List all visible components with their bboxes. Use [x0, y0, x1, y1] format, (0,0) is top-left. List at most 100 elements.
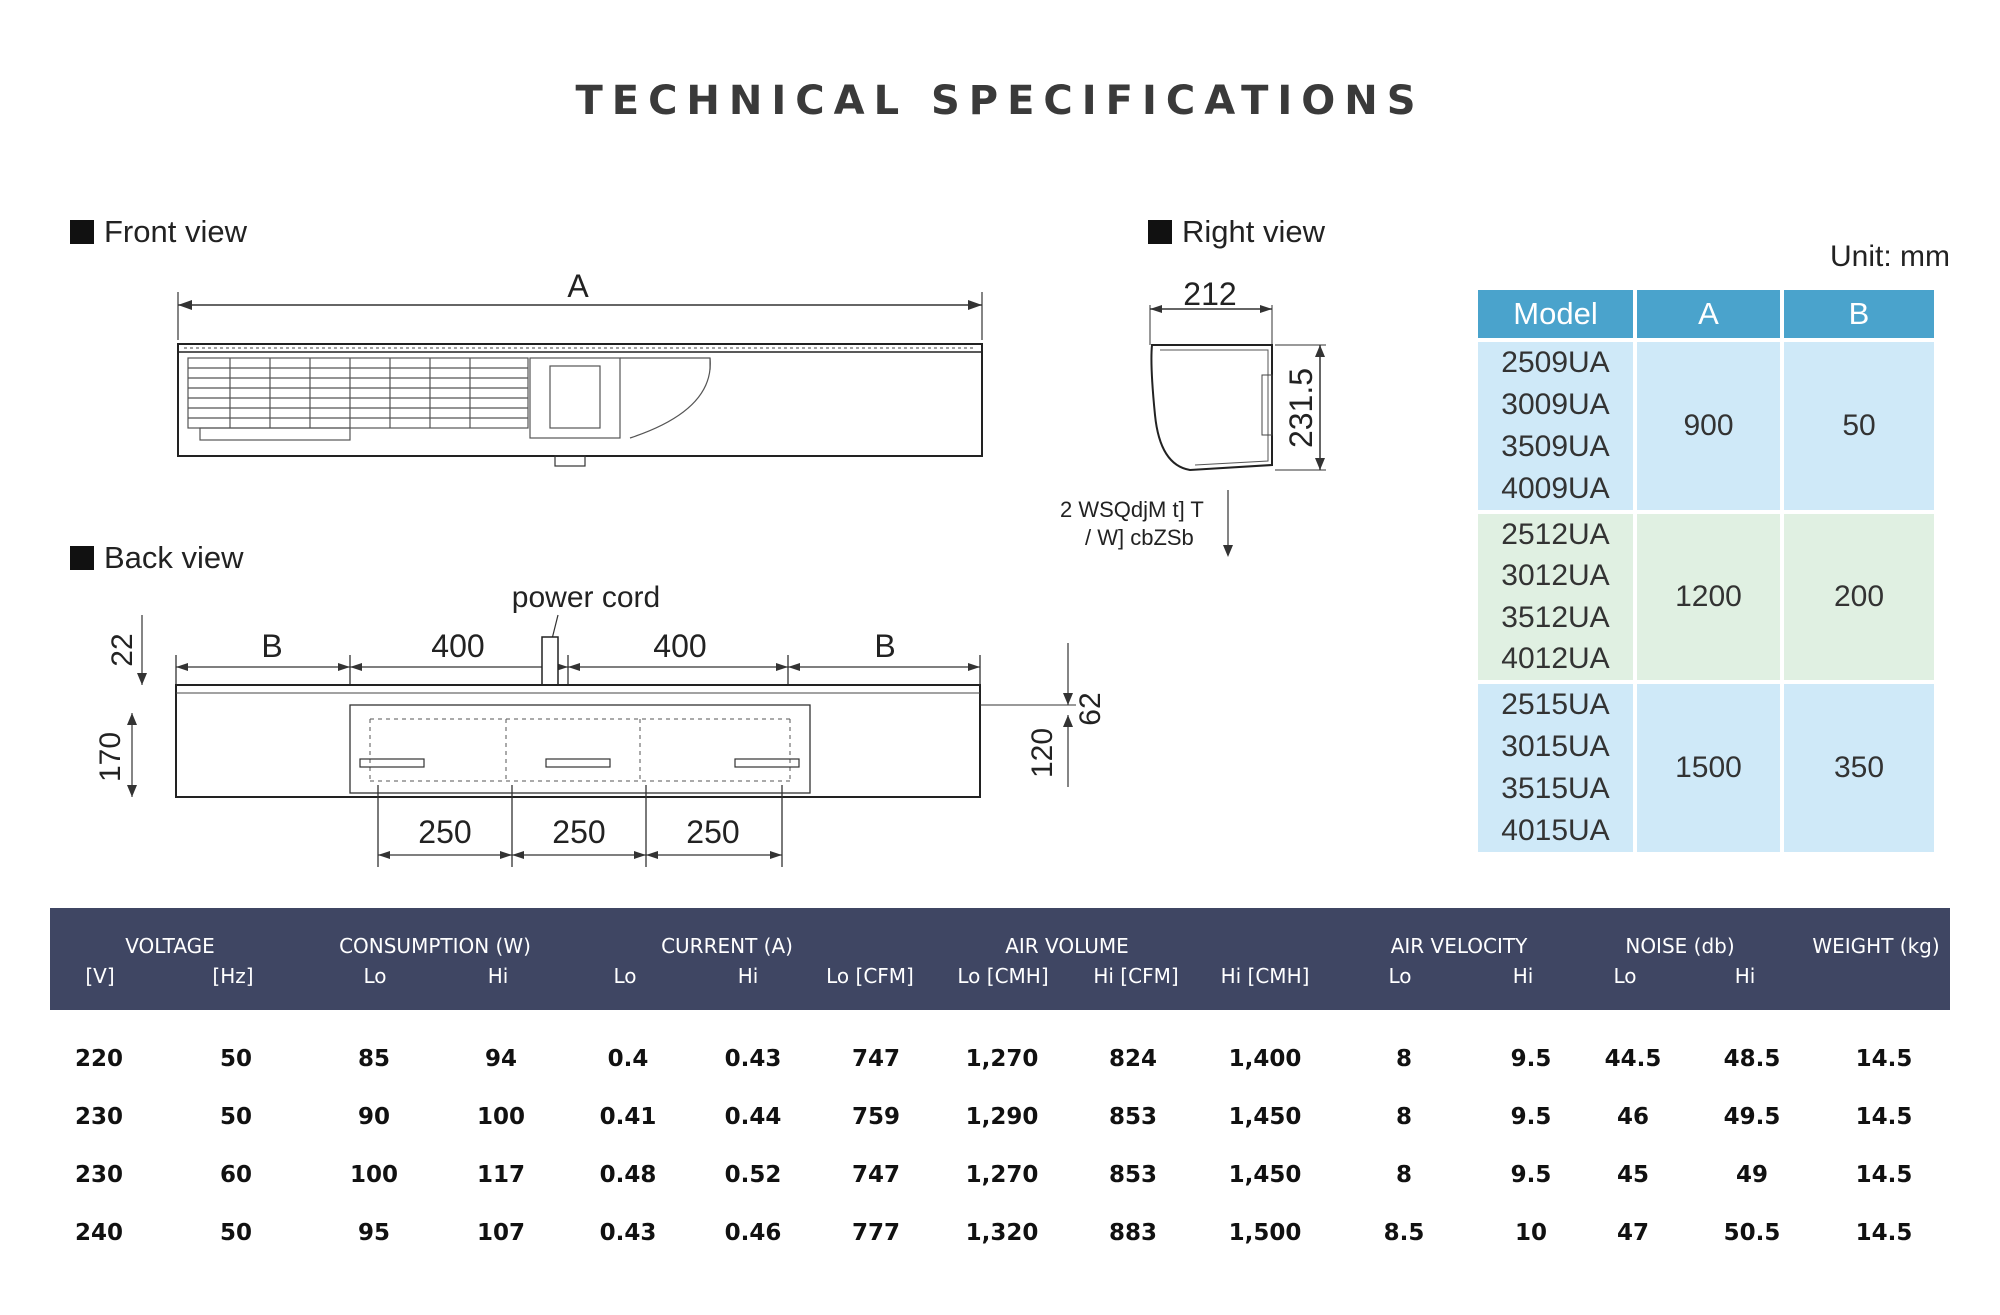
model-name: 2512UA: [1501, 517, 1610, 551]
cell-hz: 60: [219, 1162, 253, 1188]
cell-velocity-lo: 8.5: [1383, 1220, 1425, 1246]
cell-air-hi-cfm: 853: [1108, 1104, 1158, 1130]
cell-current-hi: 0.44: [724, 1104, 782, 1130]
dim-400-left: 400: [431, 628, 484, 664]
table-row: 240 50 95 107 0.43 0.46 777 1,320 883 1,…: [50, 1220, 1950, 1260]
cell-noise-hi: 49.5: [1723, 1104, 1781, 1130]
model-group-1500: 2515UA 3015UA 3515UA 4015UA 1500 350: [1478, 684, 1938, 852]
sub-current-hi: Hi: [737, 964, 759, 988]
dim-a-value: 1200: [1637, 514, 1780, 680]
model-name: 3509UA: [1501, 430, 1610, 463]
model-table: Model A B 2509UA 3009UA 3509UA 4009UA 90…: [1478, 290, 1938, 852]
model-list: 2515UA 3015UA 3515UA 4015UA: [1478, 684, 1633, 852]
cell-noise-lo: 46: [1616, 1104, 1650, 1130]
model-name: 2509UA: [1501, 346, 1610, 379]
cell-weight: 14.5: [1855, 1104, 1913, 1130]
sub-voltage-hz: [Hz]: [212, 964, 254, 988]
cell-hz: 50: [219, 1104, 253, 1130]
cell-current-hi: 0.43: [724, 1046, 782, 1072]
model-name: 3515UA: [1501, 772, 1610, 805]
sub-air-lo-cmh: Lo [CMH]: [957, 964, 1049, 988]
cell-noise-lo: 45: [1616, 1162, 1650, 1188]
table-row: 230 60 100 117 0.48 0.52 747 1,270 853 1…: [50, 1162, 1950, 1202]
cell-air-hi-cfm: 853: [1108, 1162, 1158, 1188]
cell-air-lo-cmh: 1,270: [965, 1046, 1039, 1072]
cell-noise-lo: 44.5: [1604, 1046, 1662, 1072]
model-list: 2512UA 3012UA 3512UA 4012UA: [1478, 514, 1633, 680]
spec-table-header: VOLTAGE CONSUMPTION (W) CURRENT (A) AIR …: [50, 908, 1950, 1010]
sub-noise-lo: Lo: [1613, 964, 1637, 988]
cell-weight: 14.5: [1855, 1162, 1913, 1188]
model-group-1200: 2512UA 3012UA 3512UA 4012UA 1200 200: [1478, 514, 1938, 680]
header-b: B: [1784, 290, 1934, 338]
cell-velocity-hi: 9.5: [1510, 1104, 1552, 1130]
cell-current-hi: 0.52: [724, 1162, 782, 1188]
sub-air-hi-cmh: Hi [CMH]: [1220, 964, 1310, 988]
cell-weight: 14.5: [1855, 1220, 1913, 1246]
right-garbled-line1: 2 WSQdjM t] T: [1060, 497, 1204, 522]
cell-consumption-hi: 100: [476, 1104, 526, 1130]
cell-air-lo-cmh: 1,290: [965, 1104, 1039, 1130]
sub-noise-hi: Hi: [1734, 964, 1756, 988]
cell-consumption-hi: 94: [484, 1046, 518, 1072]
cell-current-lo: 0.41: [599, 1104, 657, 1130]
dim-170: 170: [94, 732, 127, 782]
dim-b-left: B: [261, 628, 282, 664]
model-name: 4012UA: [1501, 642, 1610, 676]
cell-consumption-lo: 95: [357, 1220, 391, 1246]
dim-b-right: B: [874, 628, 895, 664]
header-a: A: [1637, 290, 1780, 338]
header-model: Model: [1478, 290, 1633, 338]
model-group-900: 2509UA 3009UA 3509UA 4009UA 900 50: [1478, 342, 1938, 510]
cell-consumption-hi: 107: [476, 1220, 526, 1246]
bullet-square-icon: [70, 546, 94, 570]
cell-air-hi-cmh: 1,400: [1228, 1046, 1302, 1072]
cell-noise-hi: 50.5: [1723, 1220, 1781, 1246]
cell-noise-hi: 49: [1735, 1162, 1769, 1188]
dim-250-3: 250: [686, 814, 739, 850]
dim-b-value: 350: [1784, 684, 1934, 852]
right-view-label: Right view: [1182, 214, 1325, 249]
group-consumption: CONSUMPTION (W): [339, 934, 531, 958]
cell-velocity-hi: 9.5: [1510, 1046, 1552, 1072]
model-name: 3512UA: [1501, 600, 1610, 634]
table-row: 230 50 90 100 0.41 0.44 759 1,290 853 1,…: [50, 1104, 1950, 1144]
dim-250-1: 250: [418, 814, 471, 850]
cell-weight: 14.5: [1855, 1046, 1913, 1072]
right-view-drawing: 212 231.5 2 WSQdjM t] T / W] cbZSb: [1060, 276, 1326, 557]
back-view-label: Back view: [104, 540, 244, 575]
sub-consumption-lo: Lo: [363, 964, 387, 988]
model-name: 4015UA: [1501, 814, 1610, 847]
power-cord-label: power cord: [512, 581, 660, 614]
sub-velocity-lo: Lo: [1388, 964, 1412, 988]
cell-air-hi-cfm: 883: [1108, 1220, 1158, 1246]
dim-62: 62: [1074, 692, 1107, 725]
dim-b-value: 200: [1784, 514, 1934, 680]
cell-current-hi: 0.46: [724, 1220, 782, 1246]
cell-air-hi-cmh: 1,450: [1228, 1162, 1302, 1188]
group-air-velocity: AIR VELOCITY: [1390, 934, 1528, 958]
cell-air-lo-cfm: 759: [851, 1104, 901, 1130]
cell-velocity-hi: 9.5: [1510, 1162, 1552, 1188]
dim-b-value: 50: [1784, 342, 1934, 510]
right-dim-height: 231.5: [1283, 368, 1319, 448]
cell-velocity-lo: 8: [1395, 1162, 1413, 1188]
group-air-volume: AIR VOLUME: [1005, 934, 1129, 958]
dim-22: 22: [106, 633, 139, 666]
cell-voltage: 240: [74, 1220, 124, 1246]
cell-consumption-lo: 90: [357, 1104, 391, 1130]
dim-400-right: 400: [653, 628, 706, 664]
sub-air-hi-cfm: Hi [CFM]: [1093, 964, 1179, 988]
cell-air-lo-cfm: 747: [851, 1046, 901, 1072]
unit-label: Unit: mm: [1830, 240, 1950, 273]
back-view-drawing: power cord B 400 400 B 22 170: [94, 581, 1107, 867]
cell-voltage: 230: [74, 1162, 124, 1188]
right-view-heading: Right view: [1148, 214, 1325, 250]
bullet-square-icon: [1148, 220, 1172, 244]
right-garbled-line2: / W] cbZSb: [1085, 525, 1194, 550]
cell-air-hi-cfm: 824: [1108, 1046, 1158, 1072]
sub-velocity-hi: Hi: [1512, 964, 1534, 988]
front-dim-a: A: [567, 270, 589, 304]
cell-hz: 50: [219, 1220, 253, 1246]
page-title: TECHNICAL SPECIFICATIONS: [575, 78, 1425, 124]
